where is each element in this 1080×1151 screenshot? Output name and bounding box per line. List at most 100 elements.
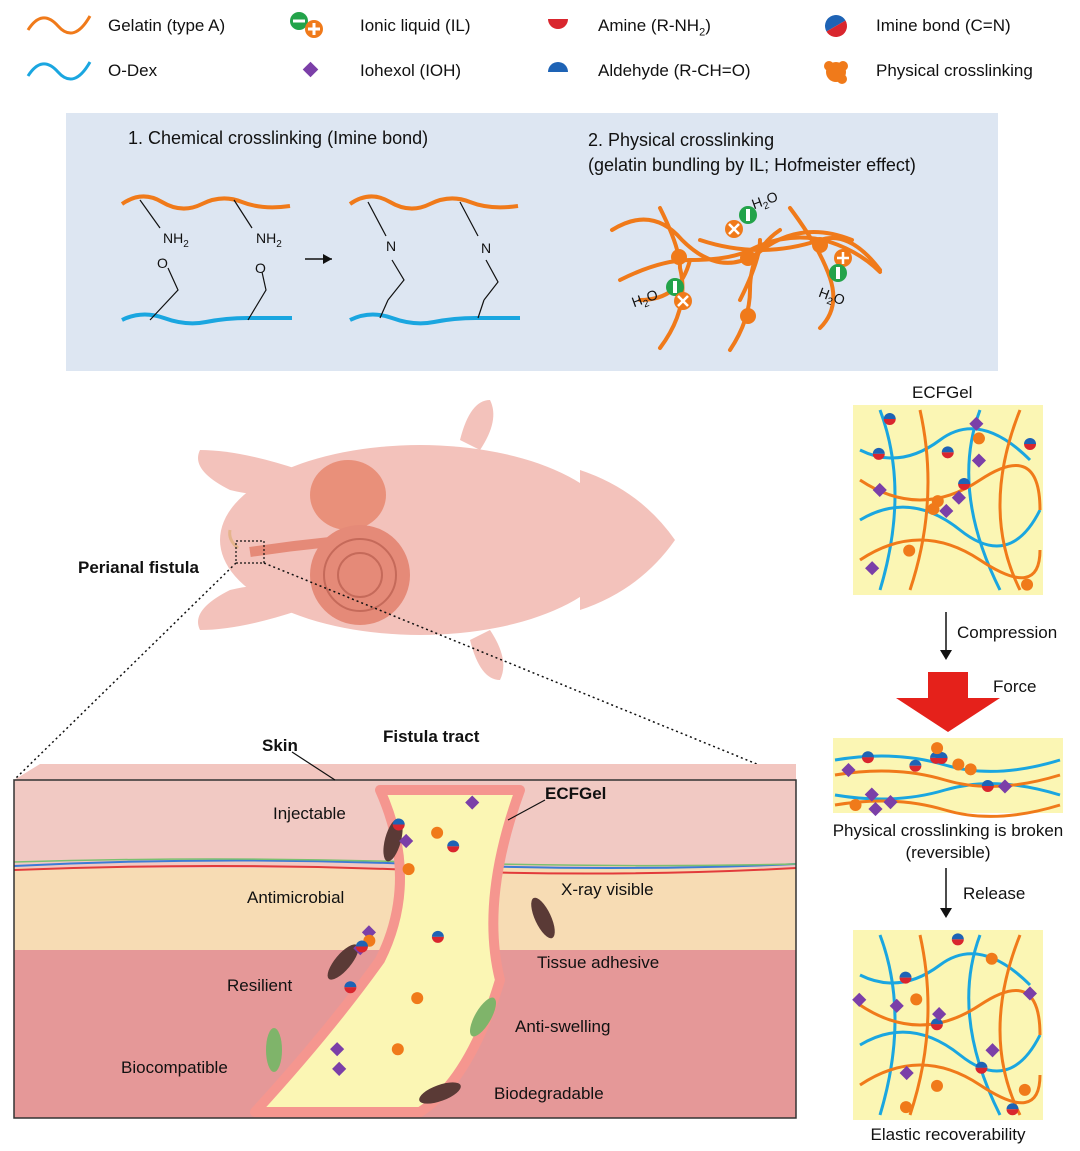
property-biodegradable: Biodegradable <box>494 1084 604 1103</box>
network-strands-top <box>859 409 1042 591</box>
fistula-zoom-box <box>235 540 265 564</box>
imine-bond-marker <box>975 1061 988 1074</box>
legend-iohexol: Iohexol (IOH) <box>360 61 462 80</box>
skin-pointer <box>291 751 336 781</box>
ecfgel-label: ECFGel <box>545 784 607 803</box>
physical-crosslink-marker <box>900 1101 913 1114</box>
iohexol-marker <box>841 762 856 778</box>
iohexol-marker <box>939 503 954 519</box>
skin-label: Skin <box>262 736 298 755</box>
il-ions-panel <box>666 206 852 310</box>
property-antimicrobial: Antimicrobial <box>247 888 345 907</box>
fistula-tract-gel <box>250 785 525 1117</box>
broken-label: Physical crosslinking is broken <box>832 821 1064 840</box>
property-resilient: Resilient <box>227 976 293 995</box>
imine-bond-marker <box>981 779 994 792</box>
legend-amine: Amine (R-NH2) <box>598 16 711 39</box>
amine-label-2: NH2 <box>256 230 282 250</box>
physical-crosslink-marker <box>1018 1083 1031 1096</box>
iohexol-marker <box>865 561 880 576</box>
imine-bond-marker <box>861 751 874 764</box>
imine-bond-marker <box>958 477 971 490</box>
iohexol-marker <box>997 779 1013 794</box>
imine-bond-marker <box>930 1018 943 1031</box>
bacteria-icons <box>266 818 555 1104</box>
physical-crosslink-marker <box>952 758 965 771</box>
physical-crosslink-marker <box>411 992 424 1005</box>
release-label: Release <box>963 884 1026 903</box>
iohexol-marker <box>932 1007 947 1022</box>
iohexol-marker <box>852 992 867 1007</box>
imine-bond-marker <box>951 933 964 946</box>
physical-crosslink-marker <box>930 1079 943 1092</box>
elastic-recoverability-label: Elastic recoverability <box>870 1125 1026 1144</box>
property-tissue-adhesive: Tissue adhesive <box>537 953 660 972</box>
iohexol-marker <box>969 416 984 431</box>
physical-crosslink-marker <box>903 544 916 557</box>
ecfgel-pointer <box>507 799 546 821</box>
oxygen-label-2: O <box>255 260 266 276</box>
legend-gelatin: Gelatin (type A) <box>108 16 226 35</box>
iohexol-marker <box>899 1065 914 1081</box>
imine-bond-marker <box>431 930 444 943</box>
physical-crosslink-marker <box>972 432 985 445</box>
amine-icon <box>548 19 568 29</box>
legend-aldehyde: Aldehyde (R-CH=O) <box>598 61 751 80</box>
imine-bond-marker <box>872 447 885 460</box>
imine-bond-icon <box>825 15 847 37</box>
iohexol-marker <box>864 787 879 802</box>
gelatin-wave-icon <box>26 15 92 35</box>
iohexol-marker <box>332 1061 347 1076</box>
legend-imine: Imine bond (C=N) <box>876 16 1011 35</box>
iohexol-marker <box>1022 986 1038 1001</box>
iohexol-marker <box>872 482 887 498</box>
physical-crosslinking-subtitle: (gelatin bundling by IL; Hofmeister effe… <box>588 155 916 175</box>
physical-crosslink-marker <box>849 798 862 811</box>
imine-bond-marker <box>392 818 405 831</box>
imine-bond-marker <box>447 840 460 853</box>
property-anti-swelling: Anti-swelling <box>515 1017 611 1036</box>
iohexol-icon <box>302 61 319 78</box>
legend-physical-crosslinking: Physical crosslinking <box>876 61 1033 80</box>
compression-label: Compression <box>957 623 1058 642</box>
physical-crosslink-marker <box>927 503 940 516</box>
physical-crosslink-icon <box>824 61 848 84</box>
physical-crosslink-marker <box>402 863 415 876</box>
odex-wave-icon <box>26 61 92 81</box>
force-label: Force <box>993 677 1037 696</box>
physical-crosslink-marker <box>431 826 444 839</box>
iohexol-marker <box>883 795 898 810</box>
physical-crosslink-marker <box>931 742 944 755</box>
imine-bond-marker <box>883 413 896 426</box>
amine-label-1: NH2 <box>163 230 189 250</box>
imine-bond-marker <box>1024 438 1037 451</box>
reversible-label: (reversible) <box>905 843 991 862</box>
iohexol-marker <box>868 801 883 817</box>
mouse-illustration <box>198 400 675 680</box>
property-xray-visible: X-ray visible <box>561 880 654 899</box>
physical-crosslink-nodes <box>671 237 828 324</box>
iohexol-marker <box>951 490 966 505</box>
imine-n-label-1: N <box>386 238 397 254</box>
perianal-fistula-label: Perianal fistula <box>78 558 199 577</box>
property-biocompatible: Biocompatible <box>121 1058 228 1077</box>
physical-crosslinking-title: 2. Physical crosslinking <box>588 130 775 150</box>
property-injectable: Injectable <box>273 804 346 823</box>
iohexol-marker <box>985 1043 1000 1058</box>
physical-crosslink-marker <box>391 1043 404 1056</box>
network-markers <box>330 413 1038 1116</box>
physical-crosslink-marker <box>910 993 923 1006</box>
imine-n-label-2: N <box>481 240 492 256</box>
imine-bond-marker <box>1006 1103 1019 1116</box>
physical-crosslink-marker <box>1021 578 1034 591</box>
oxygen-label-1: O <box>157 255 168 271</box>
iohexol-marker <box>971 453 987 468</box>
ionic-liquid-icon <box>290 12 323 38</box>
iohexol-marker <box>399 833 414 849</box>
physical-crosslink-marker <box>964 763 977 776</box>
chemical-crosslinking-title: 1. Chemical crosslinking (Imine bond) <box>128 128 429 148</box>
legend-odex: O-Dex <box>108 61 158 80</box>
force-arrow <box>896 672 1000 732</box>
iohexol-marker <box>889 998 904 1013</box>
